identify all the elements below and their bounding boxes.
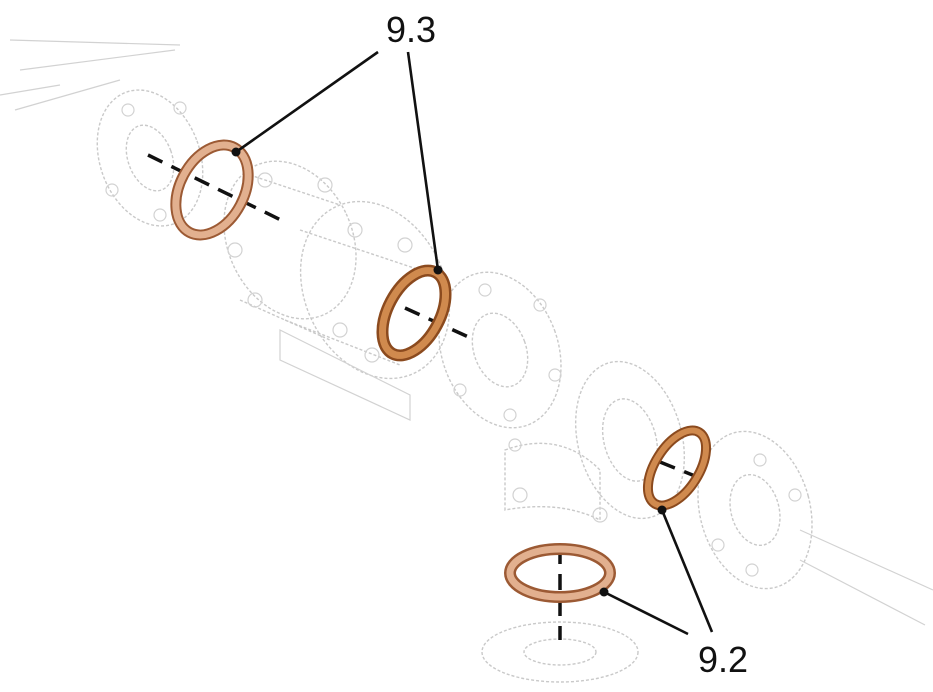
center-axis-lines	[147, 153, 701, 640]
callout-label-lower: 9.2	[698, 639, 748, 680]
ghosted-hardware	[0, 39, 933, 683]
callout-leaders-upper	[231, 50, 443, 275]
gasket-lower-right	[642, 425, 712, 511]
gasket-lower-bottom	[504, 543, 616, 603]
callout-leaders-lower	[599, 505, 714, 636]
callout-label-upper: 9.3	[386, 9, 436, 50]
gasket-upper-left	[170, 139, 254, 241]
